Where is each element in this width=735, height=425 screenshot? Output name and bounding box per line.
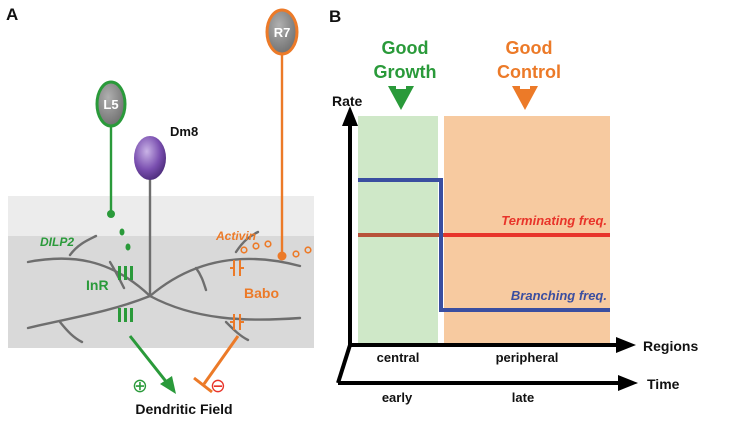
good-control-marker [512,86,538,110]
regions-axis-label: Regions [643,338,698,354]
good-growth-marker [388,86,414,110]
time-axis-arrowhead [618,375,638,391]
panel-a: A Dm8 L5 DILP2 [6,5,314,417]
babo-receptor-lower [230,314,244,330]
inr-receptor-lower [118,308,133,322]
r7-soma [265,8,299,56]
dendritic-field-label: Dendritic Field [135,401,232,417]
time-axis-diagonal [336,344,352,384]
inhibition-line [193,335,240,394]
central-label: central [377,350,420,365]
growth-arrow [128,335,176,394]
positive-sign: ⊕ [132,375,148,397]
terminating-freq-label: Terminating freq. [501,213,607,228]
peripheral-region-fill [444,116,610,344]
l5-label: L5 [103,97,118,112]
peripheral-label: peripheral [496,350,559,365]
neuropil-upper-layer [8,196,314,236]
branching-freq-line [358,178,610,312]
dilp2-label: DILP2 [40,235,74,249]
late-label: late [512,390,534,405]
l5-soma [95,80,127,128]
activin-particles [240,240,312,258]
panel-a-letter: A [6,5,18,24]
inr-label: InR [86,277,109,293]
negative-sign: ⊖ [210,375,226,397]
good-control-line2: Control [497,62,561,82]
y-axis-label: Rate [332,93,363,109]
branching-freq-label: Branching freq. [511,288,607,303]
neuropil-lower-layer [8,236,314,348]
dilp2-particle [119,228,125,236]
y-axis-arrowhead [342,106,358,126]
good-growth-line1: Good [382,38,429,58]
dm8-soma [134,136,166,180]
babo-receptor-upper [230,260,244,276]
early-label: early [382,390,413,405]
dm8-dendrites [26,230,302,344]
good-growth-line2: Growth [374,62,437,82]
r7-terminal [277,251,287,261]
central-region-fill [358,116,438,344]
panel-b-letter: B [329,7,341,26]
dm8-label: Dm8 [170,124,198,139]
activin-label: Activin [215,229,256,243]
panel-b: B Good Growth Good Control Rate Terminat… [329,7,698,405]
time-axis-label: Time [647,376,680,392]
good-control-marker-notch [520,86,530,89]
good-control-line1: Good [506,38,553,58]
good-growth-marker-notch [396,86,406,89]
regions-axis-arrowhead [616,337,636,353]
babo-label: Babo [244,285,279,301]
l5-terminal [107,210,115,218]
r7-label: R7 [274,25,291,40]
inr-receptor-upper [118,266,133,280]
dilp2-particle [125,243,131,251]
